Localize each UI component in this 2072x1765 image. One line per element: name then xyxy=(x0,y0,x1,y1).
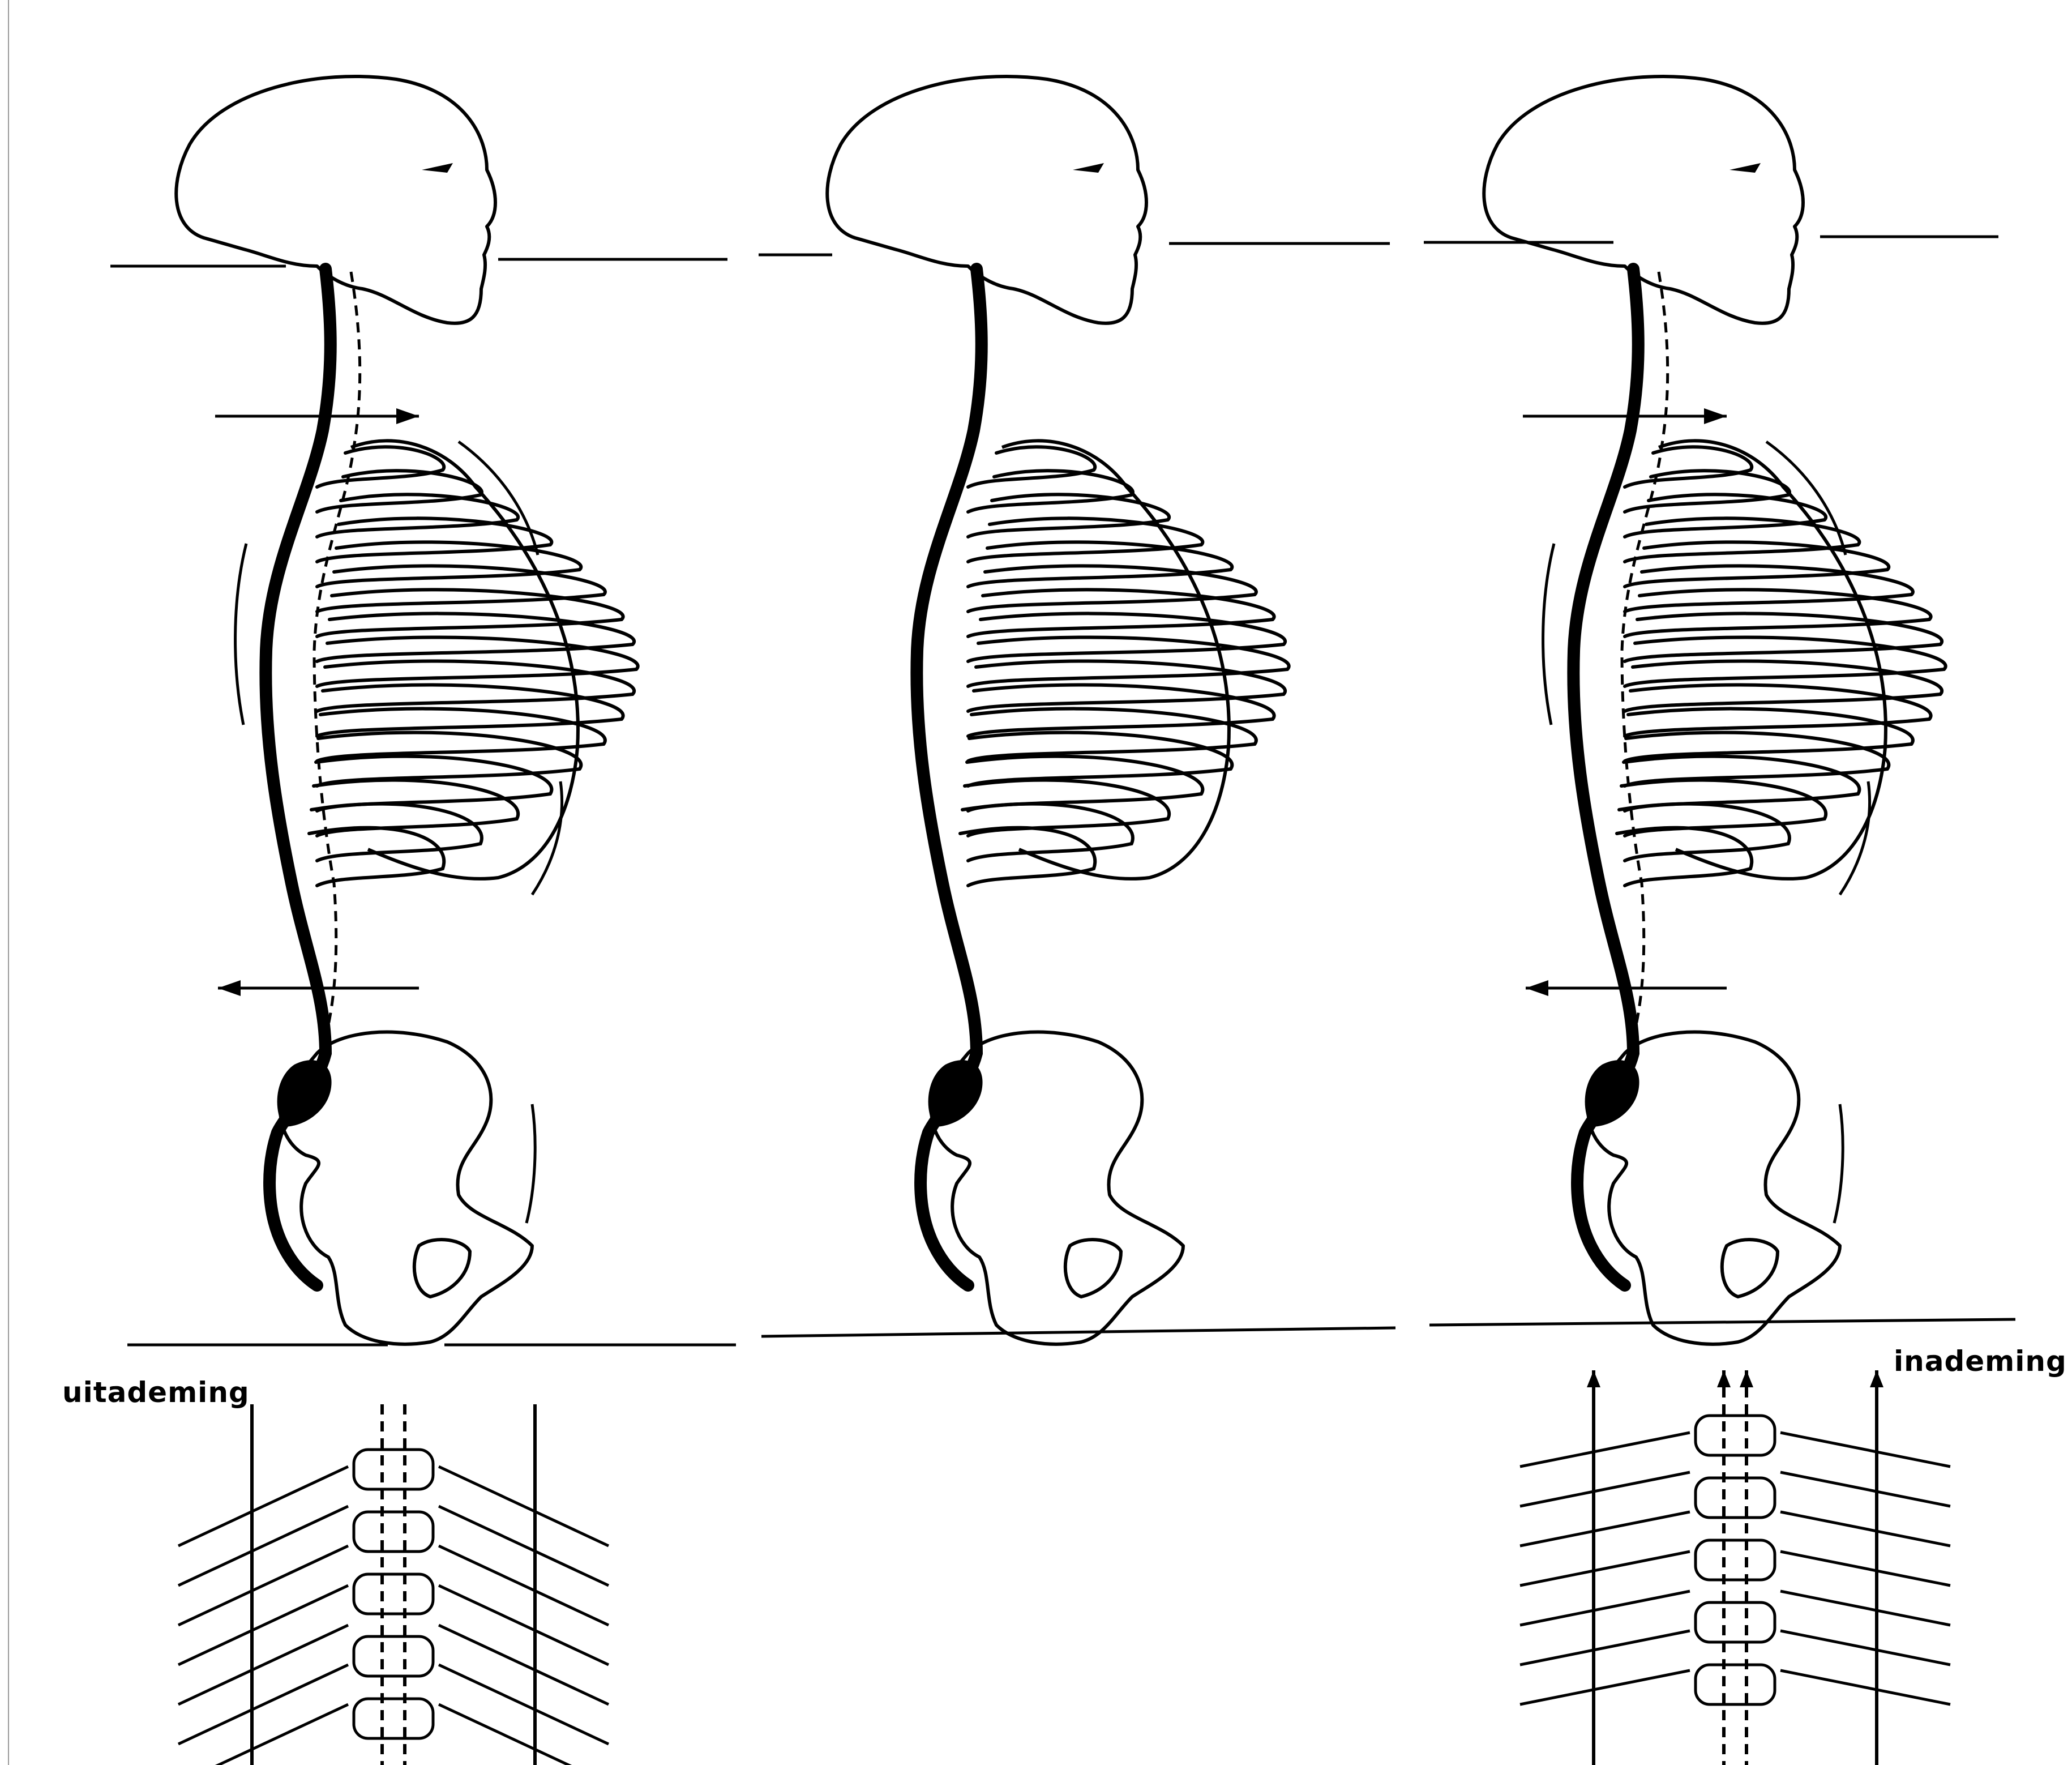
vertebra xyxy=(354,1699,433,1738)
inset-rib-right xyxy=(1780,1670,1950,1704)
inset-rib-right xyxy=(1780,1472,1950,1506)
inset-rib-left xyxy=(178,1585,348,1665)
ribs xyxy=(309,447,638,886)
vertebra xyxy=(354,1574,433,1614)
inhale-label: inademing xyxy=(1894,1345,2067,1378)
inset-rib-right xyxy=(439,1585,609,1665)
vertebra xyxy=(354,1450,433,1489)
inset-rib-left xyxy=(1520,1552,1690,1585)
inset-rib-left xyxy=(178,1467,348,1546)
inset-rib-left xyxy=(1520,1512,1690,1546)
vertebra xyxy=(1696,1416,1775,1455)
sacrum xyxy=(1585,1060,1639,1127)
inset-rib-right xyxy=(439,1665,609,1744)
pelvis-foramen xyxy=(414,1240,470,1297)
spine-dashed-line xyxy=(314,272,360,1065)
bottom-reference-line-3 xyxy=(761,1328,1395,1336)
skull-outline xyxy=(827,76,1146,323)
chest-arrow-head xyxy=(396,408,419,424)
inset-rib-right xyxy=(1780,1631,1950,1665)
inset-arrow-head xyxy=(1587,1370,1600,1387)
skull-outline xyxy=(1484,76,1803,323)
inset-rib-left xyxy=(1520,1670,1690,1704)
eye-mark xyxy=(1073,163,1104,173)
inset-rib-right xyxy=(1780,1512,1950,1546)
eye-mark xyxy=(422,163,453,173)
vertebra-detail-exhale xyxy=(178,1404,609,1765)
vertebra xyxy=(1696,1478,1775,1518)
rib xyxy=(1625,447,1752,487)
skeleton-figure-neutral xyxy=(827,76,1288,1344)
chest-arrow-head xyxy=(1704,408,1727,424)
skull-outline xyxy=(176,76,495,323)
inset-rib-left xyxy=(1520,1631,1690,1665)
inset-arrow-head xyxy=(1717,1370,1731,1387)
rotation-arrow-2 xyxy=(532,781,562,895)
inset-arrow-head xyxy=(1740,1370,1753,1387)
rotation-arrow-4 xyxy=(1834,1104,1843,1223)
rotation-arrow-3 xyxy=(236,544,246,725)
sacrum xyxy=(928,1060,983,1127)
inset-rib-left xyxy=(178,1665,348,1744)
inset-rib-left xyxy=(1520,1472,1690,1506)
rotation-arrow-3 xyxy=(1543,544,1554,725)
exhale-label: uitademing xyxy=(62,1376,250,1409)
inset-arrow-head xyxy=(1870,1370,1883,1387)
inset-rib-right xyxy=(439,1467,609,1546)
inset-rib-right xyxy=(1780,1591,1950,1625)
inset-rib-right xyxy=(439,1704,609,1765)
skeleton-figure-inhale xyxy=(1484,76,1945,1344)
rib xyxy=(317,447,444,487)
inset-rib-left xyxy=(1520,1433,1690,1467)
reference-lines xyxy=(110,237,2015,1345)
vertebra xyxy=(354,1512,433,1552)
spine xyxy=(917,269,981,1285)
ribs xyxy=(960,447,1289,886)
vertebra xyxy=(354,1636,433,1676)
sacrum xyxy=(277,1060,332,1127)
eye-mark xyxy=(1729,163,1761,173)
inset-rib-left xyxy=(178,1506,348,1585)
spine-dashed-line xyxy=(1622,272,1668,1065)
figures-layer xyxy=(176,76,1950,1765)
inset-rib-right xyxy=(1780,1552,1950,1585)
inset-rib-left xyxy=(178,1625,348,1704)
inset-rib-right xyxy=(439,1546,609,1625)
lumbar-arrow-head xyxy=(218,980,241,996)
vertebra xyxy=(1696,1665,1775,1704)
rotation-arrow-4 xyxy=(526,1104,535,1223)
pelvis-foramen xyxy=(1722,1240,1778,1297)
inset-rib-right xyxy=(1780,1433,1950,1467)
ribs xyxy=(1617,447,1946,886)
vertebra xyxy=(1696,1540,1775,1580)
inset-rib-left xyxy=(178,1704,348,1765)
inset-rib-right xyxy=(439,1625,609,1704)
pelvis-foramen xyxy=(1065,1240,1121,1297)
inset-rib-left xyxy=(1520,1591,1690,1625)
rib xyxy=(968,447,1095,487)
lumbar-arrow-head xyxy=(1526,980,1548,996)
inset-rib-left xyxy=(178,1546,348,1625)
vertebra-detail-inhale xyxy=(1520,1370,1950,1765)
bottom-reference-line-4 xyxy=(1429,1319,2015,1325)
rotation-arrow-2 xyxy=(1840,781,1870,895)
inset-rib-right xyxy=(439,1506,609,1585)
vertebra xyxy=(1696,1602,1775,1642)
